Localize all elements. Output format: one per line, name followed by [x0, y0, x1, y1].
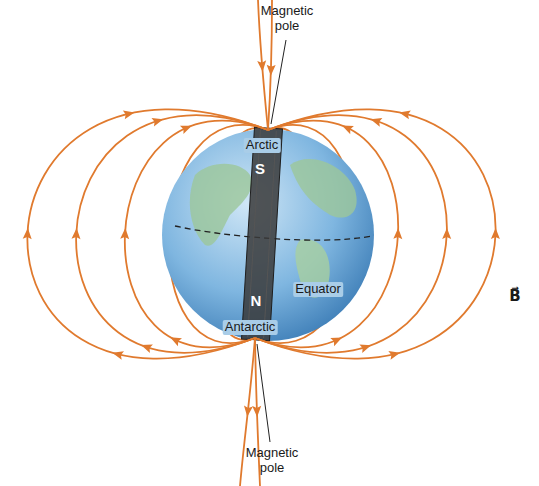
field-arrowhead	[180, 122, 194, 135]
field-line	[125, 121, 268, 348]
field-line	[255, 109, 496, 358]
bar-magnet	[242, 127, 283, 340]
field-vector-label: B⃗	[509, 288, 520, 305]
field-arrowhead	[120, 228, 130, 240]
field-arrowhead	[123, 108, 136, 119]
magnet-pole-letter: N	[251, 292, 262, 309]
leader-line	[271, 40, 286, 124]
field-line	[255, 115, 447, 353]
equator-label: Equator	[293, 282, 343, 297]
field-line	[268, 0, 272, 130]
field-arrowhead	[359, 341, 372, 353]
field-arrowhead	[330, 333, 344, 346]
field-arrowhead	[140, 341, 153, 353]
field-arrowhead	[168, 333, 182, 346]
field-arrowhead	[266, 65, 275, 76]
field-line	[258, 0, 268, 130]
field-arrowhead	[111, 348, 124, 360]
field-arrowhead	[23, 228, 33, 240]
field-arrowhead	[393, 228, 402, 239]
pole-label: Magnetic pole	[237, 446, 307, 476]
region-label: Antarctic	[223, 320, 278, 335]
field-arrowhead	[252, 406, 261, 417]
continent	[290, 159, 357, 218]
field-arrowhead	[340, 121, 354, 134]
magnet-pole-letter: S	[255, 160, 265, 177]
pole-label: Magnetic pole	[252, 4, 322, 34]
continent	[190, 164, 252, 246]
leader-line	[257, 344, 270, 442]
field-arrowhead	[369, 115, 382, 127]
field-line	[240, 338, 255, 486]
field-arrowhead	[257, 60, 267, 72]
field-line	[255, 121, 398, 348]
field-arrowhead	[491, 228, 500, 239]
field-arrowhead	[151, 115, 164, 127]
field-line	[76, 115, 268, 353]
field-arrowhead	[388, 348, 401, 359]
region-label: Arctic	[244, 138, 281, 153]
field-arrowhead	[72, 228, 82, 240]
field-arrowhead	[442, 228, 451, 239]
field-arrowhead	[398, 108, 411, 119]
field-arrowhead	[243, 405, 253, 417]
